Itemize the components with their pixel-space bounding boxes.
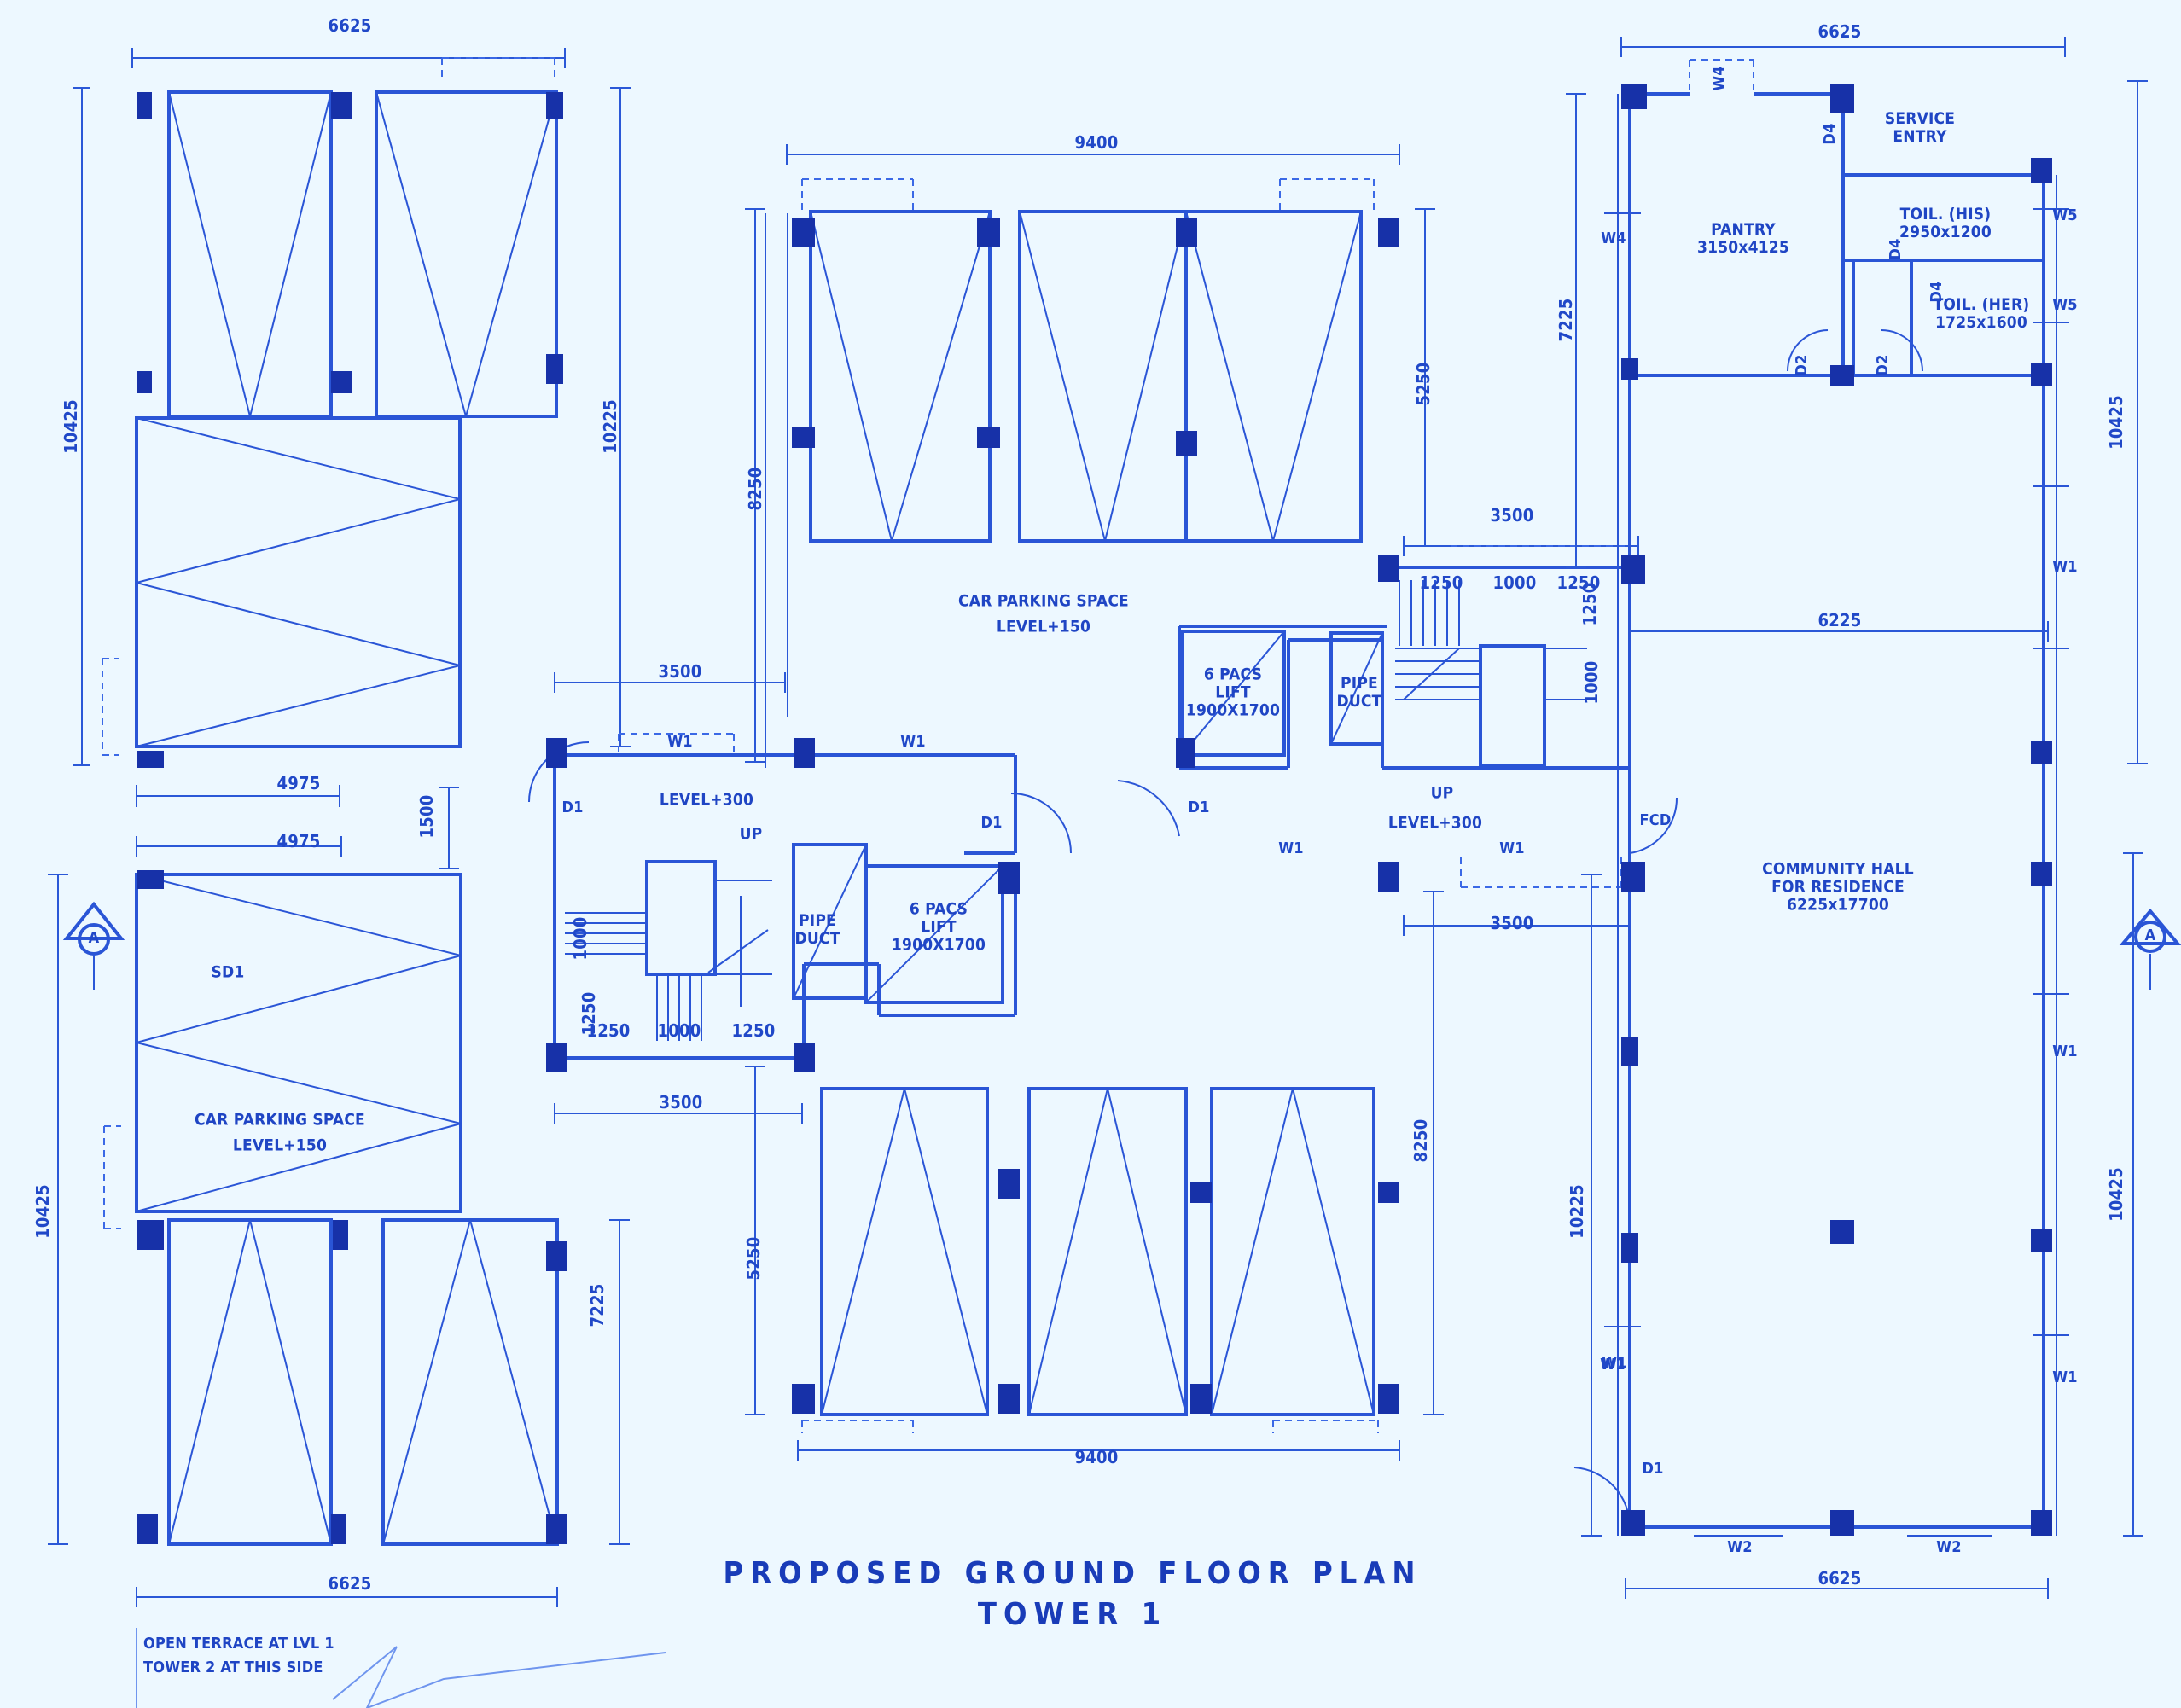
- dim-lower-left-top-width: 4975: [276, 831, 321, 851]
- car-parking-top-label: CAR PARKING SPACE: [958, 591, 1129, 611]
- dim-lower-left-bottom-width: 6625: [328, 1573, 372, 1594]
- sd1-label: SD1: [211, 962, 245, 982]
- dim-core-right-top: 3500: [1490, 505, 1534, 526]
- drawing-title-line-2: TOWER 1: [977, 1597, 1168, 1633]
- section-right-label: A: [2144, 927, 2156, 945]
- service-entry-label: SERVICE ENTRY: [1884, 109, 1956, 146]
- dim-stair-right-b: 1000: [1492, 572, 1537, 593]
- dim-core-left-top: 3500: [658, 661, 702, 682]
- tag-w1-c: W1: [1278, 839, 1304, 858]
- dim-right-mid-width: 6225: [1818, 610, 1862, 630]
- tag-d1-b: D1: [980, 814, 1003, 833]
- dim-middle-bottom-side-height: 8250: [1410, 1118, 1431, 1163]
- dim-right-lower-height: 10225: [1567, 1184, 1587, 1239]
- tag-w2-a: W2: [1727, 1538, 1753, 1557]
- dim-stair-right-a: 1250: [1419, 572, 1463, 593]
- tag-w1-d: W1: [1499, 839, 1525, 858]
- dim-right-top-width: 6625: [1818, 21, 1862, 42]
- dim-lower-left-height: 10425: [32, 1184, 53, 1239]
- toilet-her-label: TOIL. (HER) 1725x1600: [1933, 295, 2030, 332]
- dim-middle-top-height: 8250: [745, 467, 765, 511]
- dim-middle-top-width: 9400: [1074, 132, 1119, 153]
- tag-d2-a: D2: [1793, 354, 1812, 376]
- dim-stair-left-d: 1250: [579, 991, 599, 1036]
- core-right-level: LEVEL+300: [1387, 813, 1483, 833]
- car-parking-left-label: CAR PARKING SPACE: [195, 1110, 365, 1130]
- central-core: [528, 329, 1923, 1528]
- dim-core-left-bottom: 3500: [659, 1092, 703, 1113]
- lift-left-label: 6 PACS LIFT 1900X1700: [891, 899, 986, 955]
- dim-top-left-width: 6625: [328, 15, 372, 36]
- tag-d4-c: D4: [1928, 281, 1946, 303]
- tag-w1-g: W1: [2052, 1368, 2078, 1387]
- tag-w5-a: W5: [2052, 206, 2078, 225]
- tag-w1-e: W1: [2052, 558, 2078, 577]
- tag-d1-a: D1: [561, 799, 584, 817]
- up-left-label: UP: [739, 824, 763, 844]
- dim-middle-top-side-height: 5250: [1413, 362, 1434, 406]
- open-terrace-note: OPEN TERRACE AT LVL 1 TOWER 2 AT THIS SI…: [143, 1635, 334, 1676]
- dim-middle-bottom-height: 5250: [743, 1236, 764, 1281]
- dim-core-right-bottom: 3500: [1490, 913, 1534, 933]
- dim-stair-right-d: 1250: [1579, 582, 1600, 626]
- dim-stair-right-c: 1250: [1556, 572, 1601, 593]
- dim-top-left-height: 10425: [61, 399, 81, 454]
- tag-w1-a: W1: [667, 733, 693, 752]
- dim-stair-left-e: 1000: [570, 916, 590, 961]
- tag-d4-b: D4: [1887, 238, 1905, 260]
- tag-w1-b: W1: [900, 733, 926, 752]
- dim-lower-left-inner-height: 7225: [587, 1283, 608, 1327]
- core-left-level: LEVEL+300: [659, 790, 754, 810]
- dim-right-bottom-width: 6625: [1818, 1568, 1862, 1589]
- dim-gap-height: 1500: [416, 794, 437, 839]
- toilet-his-label: TOIL. (HIS) 2950x1200: [1899, 205, 1992, 241]
- tag-d1-c: D1: [1188, 799, 1210, 817]
- tag-w2-b: W2: [1936, 1538, 1962, 1557]
- dim-stair-left-c: 1250: [731, 1020, 776, 1041]
- drawing-title-line-1: PROPOSED GROUND FLOOR PLAN: [723, 1556, 1422, 1592]
- dim-stair-left-b: 1000: [657, 1020, 701, 1041]
- tag-d2-b: D2: [1874, 354, 1893, 376]
- tag-w1-f: W1: [2052, 1043, 2078, 1061]
- section-left-label: A: [88, 929, 100, 948]
- dim-right-top-height: 7225: [1556, 298, 1576, 342]
- left-bottom-parking-block: [48, 836, 630, 1607]
- dim-right-lower-side-height: 10425: [2106, 1167, 2126, 1222]
- pantry-label: PANTRY 3150x4125: [1697, 220, 1789, 257]
- dim-middle-bottom-width: 9400: [1074, 1447, 1119, 1467]
- dim-right-side-height: 10425: [2106, 395, 2126, 450]
- community-hall-label: COMMUNITY HALL FOR RESIDENCE 6225x17700: [1762, 859, 1914, 915]
- dim-top-left-inner-height: 10225: [600, 399, 620, 454]
- tag-w4-a: W4: [1710, 66, 1729, 91]
- tag-fcd: FCD: [1639, 811, 1672, 830]
- lift-right-label: 6 PACS LIFT 1900X1700: [1185, 665, 1281, 720]
- section-markers: [62, 901, 2181, 990]
- left-top-parking-block: [73, 48, 631, 869]
- tag-w4-b: W4: [1601, 229, 1626, 248]
- dim-stair-right-e: 1000: [1581, 660, 1602, 705]
- tag-d4-a: D4: [1821, 123, 1840, 145]
- tag-d1-d: D1: [1642, 1460, 1664, 1479]
- dim-stair-left-a: 1250: [586, 1020, 631, 1041]
- pipe-duct-left-label: PIPE DUCT: [794, 911, 840, 948]
- car-parking-top-level: LEVEL+150: [996, 617, 1091, 636]
- dim-top-left-bottom-width: 4975: [276, 773, 321, 793]
- pipe-duct-right-label: PIPE DUCT: [1336, 674, 1382, 711]
- car-parking-left-level: LEVEL+150: [232, 1136, 328, 1155]
- tag-w1-i: W1: [1600, 1356, 1626, 1374]
- up-right-label: UP: [1430, 783, 1454, 803]
- middle-bottom-parking-block: [745, 891, 1444, 1461]
- tag-w5-b: W5: [2052, 296, 2078, 315]
- tag-w1-h: W1: [1602, 1354, 1627, 1373]
